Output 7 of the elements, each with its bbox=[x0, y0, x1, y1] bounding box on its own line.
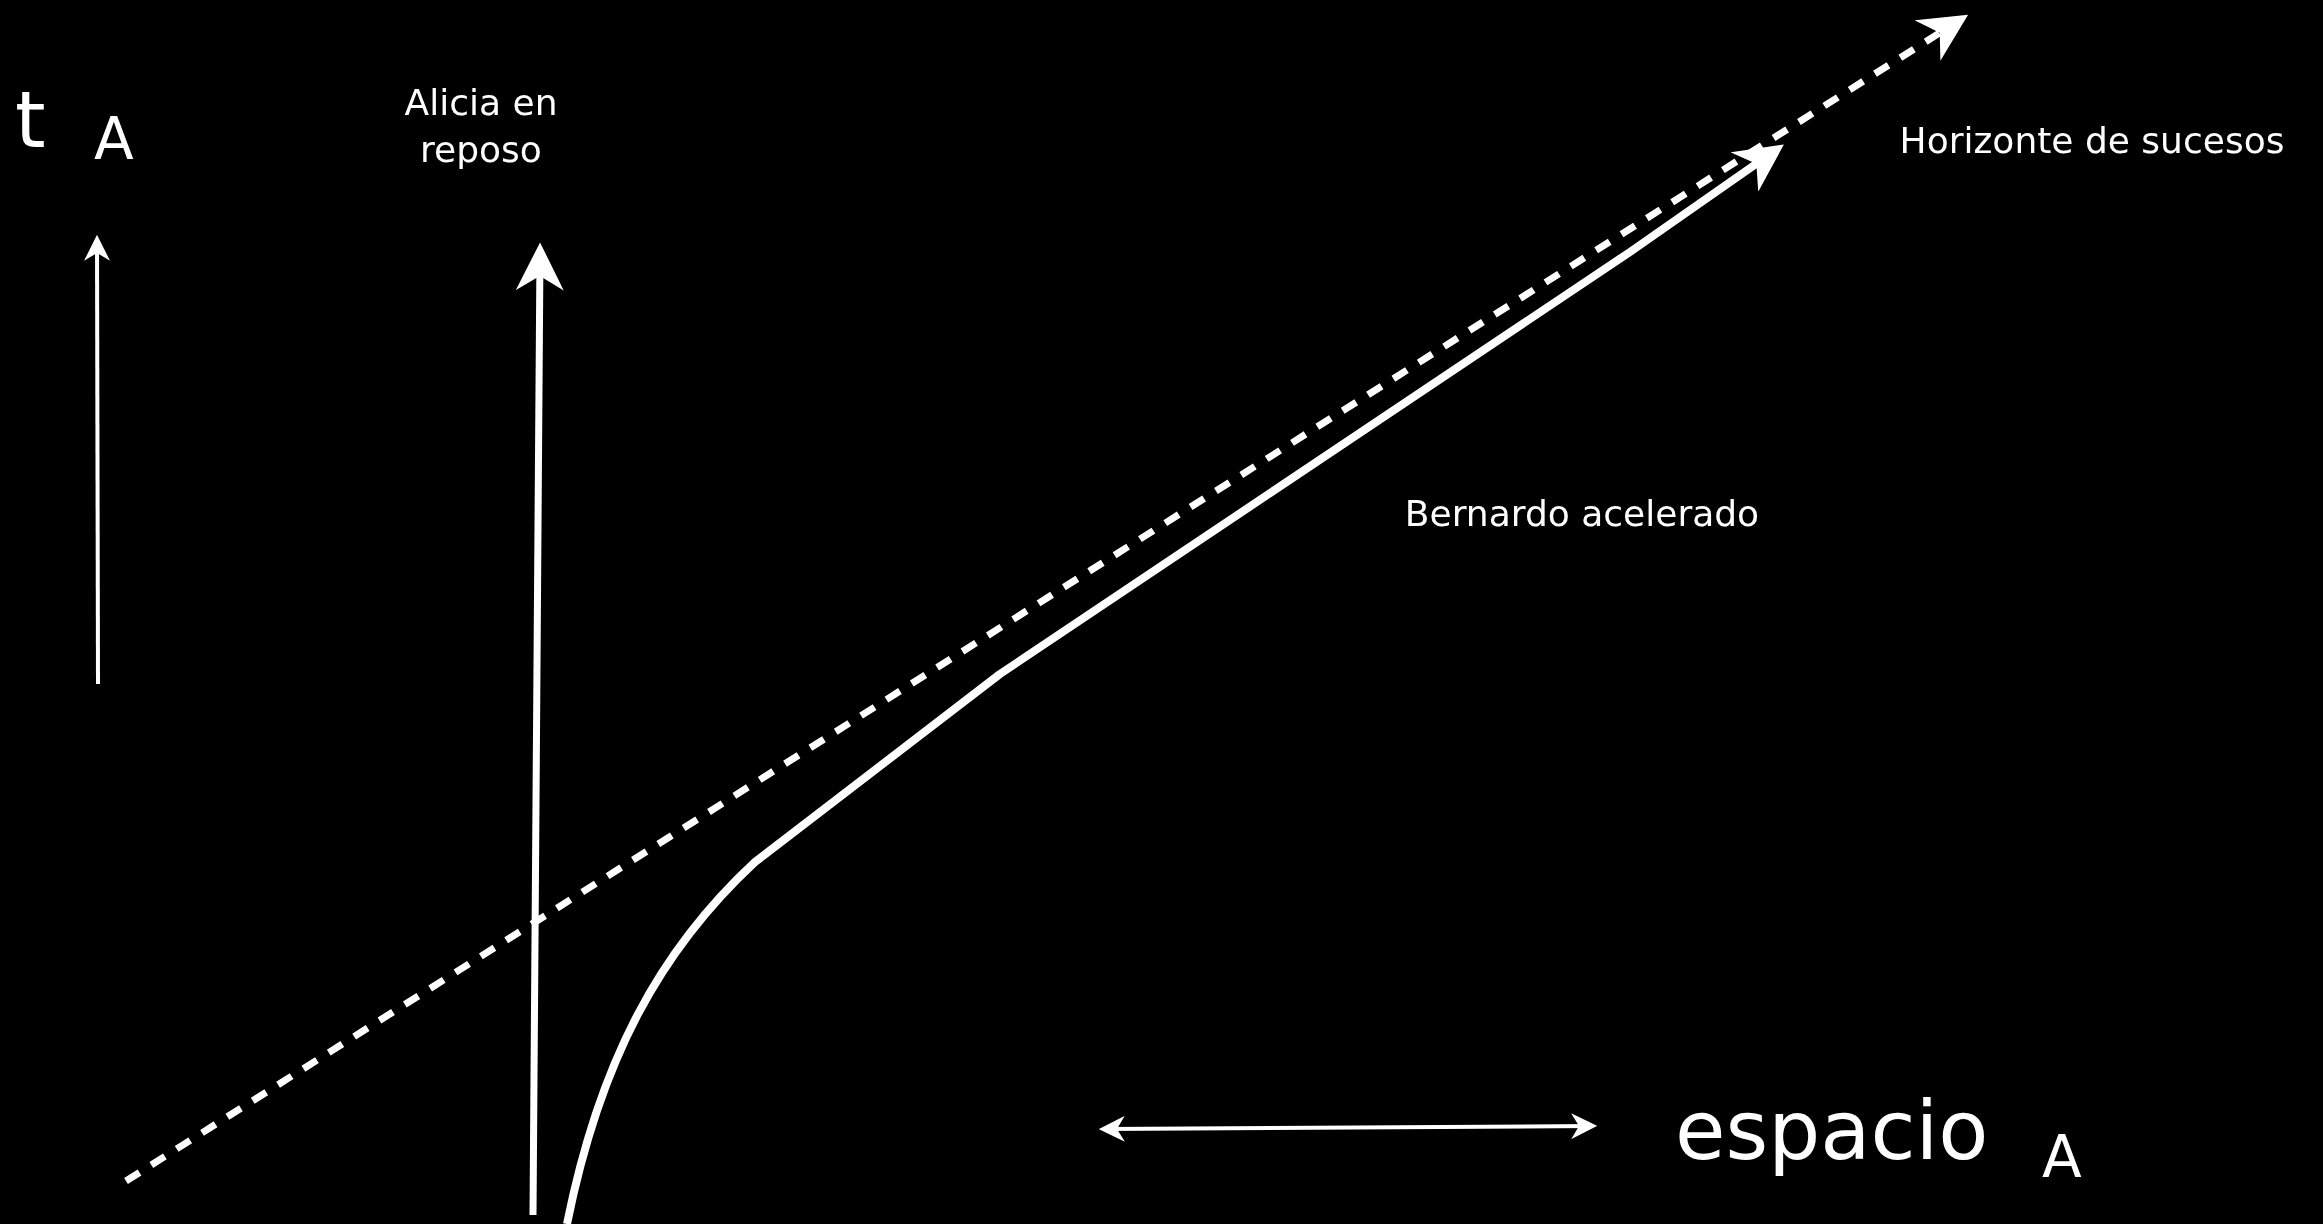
horizon-label: Horizonte de sucesos bbox=[1899, 119, 2285, 163]
worldline-label: Bernardo acelerado bbox=[1404, 492, 1760, 536]
axis-label: espacio bbox=[1675, 1082, 1989, 1180]
axis-subscript: A bbox=[94, 104, 134, 175]
axis-subscript: A bbox=[2042, 1122, 2082, 1193]
worldline-label: Alicia en reposo bbox=[403, 81, 559, 172]
axis-label: t bbox=[15, 74, 46, 167]
